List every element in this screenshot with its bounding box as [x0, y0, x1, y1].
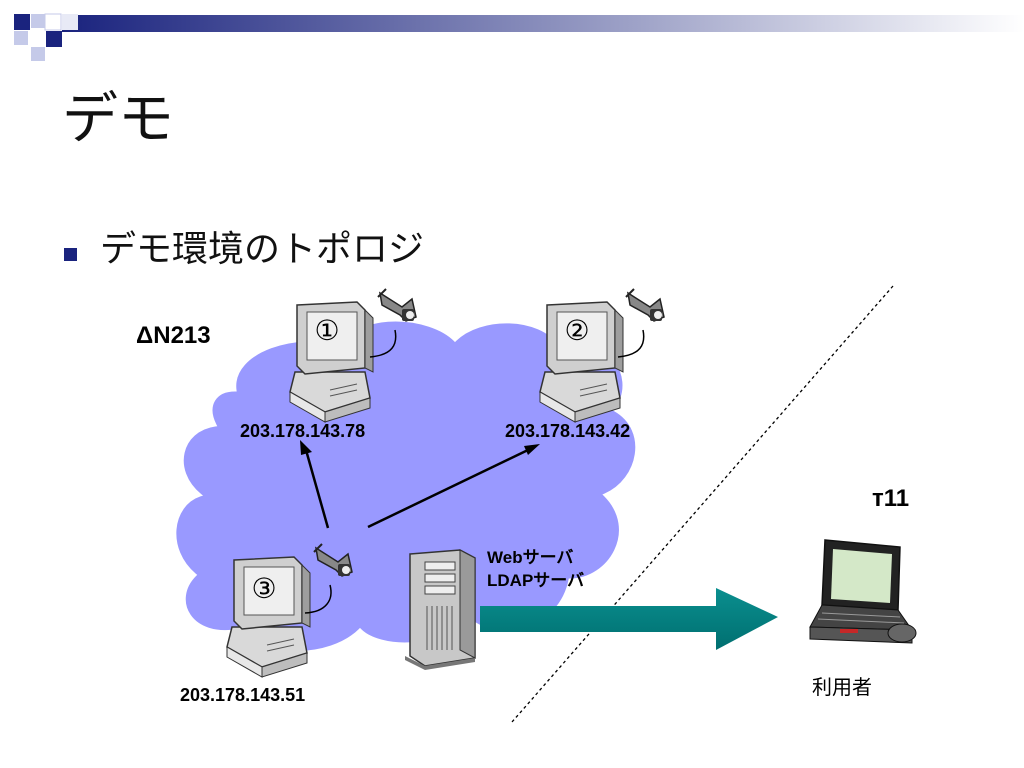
network-label: ΔN213: [136, 322, 211, 349]
user-label: 利用者: [812, 675, 872, 699]
server-label: Webサーバ LDAPサーバ: [487, 546, 584, 592]
camera-1-link: [369, 329, 397, 358]
server-label-ldap: LDAPサーバ: [487, 571, 585, 590]
access-arrow: [480, 588, 778, 650]
host-2-ip: 203.178.143.42: [505, 421, 631, 441]
boundary-line: [511, 285, 894, 723]
computer-3-icon: [226, 556, 311, 678]
host-3-ip: 203.178.143.51: [180, 685, 306, 705]
bullet-text: デモ環境のトポロジ: [100, 229, 425, 270]
server-label-web: Webサーバ: [487, 548, 574, 567]
camera-2-link: [617, 329, 645, 358]
connection-arrows: [300, 440, 540, 529]
server-icon: [405, 549, 476, 670]
terminal-label: т11: [872, 485, 910, 512]
camera-3-link: [304, 584, 332, 614]
camera-1-icon: [377, 288, 417, 322]
slide-title: デモ: [62, 87, 174, 152]
host-3-marker: ③: [251, 572, 277, 605]
host-1-ip: 203.178.143.78: [240, 421, 366, 441]
camera-3-icon: [313, 543, 353, 577]
camera-2-icon: [625, 288, 665, 322]
laptop-icon: [809, 539, 917, 644]
computer-1-icon: [289, 301, 374, 423]
host-2-marker: ②: [564, 314, 590, 347]
header-decoration: [14, 13, 1024, 61]
computer-2-icon: [539, 301, 624, 423]
bullet-marker: [64, 248, 77, 261]
host-1-marker: ①: [314, 314, 340, 347]
